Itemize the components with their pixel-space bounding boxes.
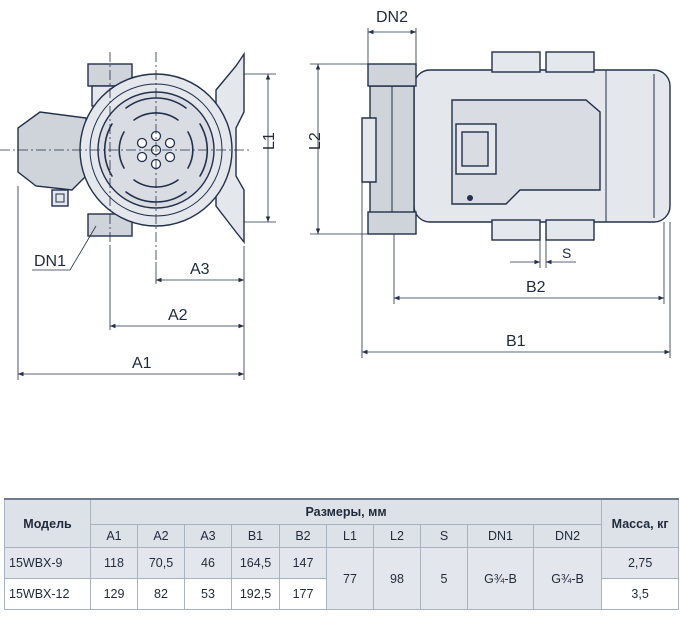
cell-b2: 177 — [279, 578, 327, 610]
label-a2: A2 — [168, 307, 188, 324]
mass-header: Масса, кг — [601, 498, 680, 548]
dimensions-table: Модель Размеры, мм Масса, кг A1 A2 A3 B1… — [4, 498, 680, 610]
col-header: B2 — [279, 524, 327, 548]
cell-dn2: G¾-B — [532, 547, 603, 610]
cell-a3: 46 — [184, 547, 232, 579]
model-cell: 15WBX-12 — [4, 578, 91, 610]
label-dn2: DN2 — [376, 9, 408, 26]
col-header: DN1 — [467, 524, 534, 548]
table-row: 15WBX-9 118 70,5 46 164,5 147 77 98 5 G¾… — [4, 547, 680, 610]
cell-a1: 129 — [90, 578, 138, 610]
label-s: S — [562, 245, 571, 261]
col-header: B1 — [231, 524, 280, 548]
side-dimensions — [310, 28, 671, 358]
label-l2: L2 — [307, 132, 324, 150]
cell-b1: 192,5 — [231, 578, 280, 610]
col-header: A1 — [90, 524, 138, 548]
table-row: 15WBX-12 129 82 53 192,5 177 3,5 — [4, 578, 680, 610]
cell-mass: 3,5 — [601, 578, 680, 610]
cell-mass: 2,75 — [601, 547, 680, 579]
col-header: DN2 — [532, 524, 603, 548]
label-dn1: DN1 — [34, 253, 66, 270]
label-l1: L1 — [261, 132, 278, 150]
cell-dn1: G¾-B — [467, 547, 534, 610]
col-header: A3 — [184, 524, 232, 548]
front-dimensions — [17, 73, 276, 380]
cell-l1: 77 — [326, 547, 374, 610]
cell-l2: 98 — [373, 547, 421, 610]
label-a3: A3 — [190, 261, 210, 278]
dimensions-header: Размеры, мм — [89, 498, 603, 525]
side-view — [361, 51, 671, 241]
cell-a2: 82 — [137, 578, 185, 610]
model-cell: 15WBX-9 — [4, 547, 91, 579]
label-b1: B1 — [506, 333, 526, 350]
cell-b1: 164,5 — [231, 547, 280, 579]
front-view — [0, 51, 250, 262]
col-header: L1 — [326, 524, 374, 548]
cell-a3: 53 — [184, 578, 232, 610]
label-b2: B2 — [526, 279, 546, 296]
pump-dimension-drawing: DN2 L1 L2 DN1 A3 A2 A1 S B2 B1 — [0, 9, 671, 380]
cell-s: 5 — [420, 547, 468, 610]
cell-a2: 70,5 — [137, 547, 185, 579]
cell-a1: 118 — [90, 547, 138, 579]
col-header: A2 — [137, 524, 185, 548]
col-header: S — [420, 524, 468, 548]
cell-b2: 147 — [279, 547, 327, 579]
label-a1: A1 — [132, 355, 152, 372]
col-header: L2 — [373, 524, 421, 548]
model-header: Модель — [4, 498, 91, 548]
